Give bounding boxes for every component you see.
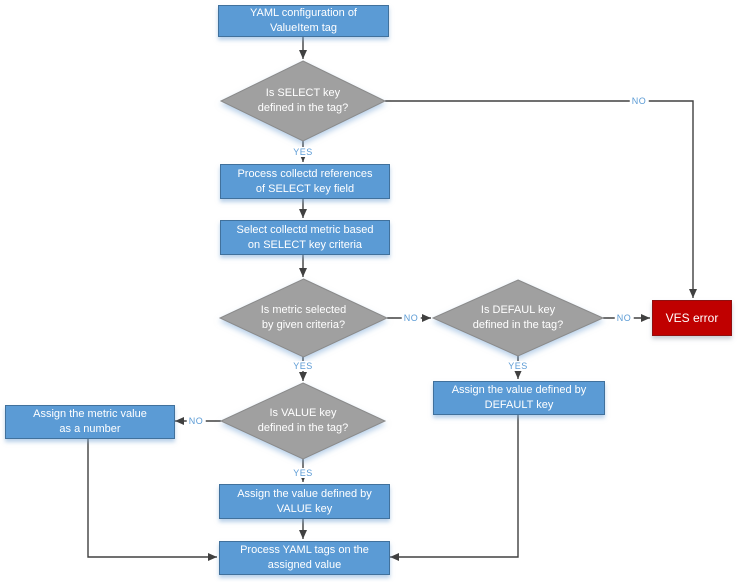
node-start: YAML configuration of ValueItem tag [218,5,389,37]
node-process-yaml-tags: Process YAML tags on the assigned value [219,541,390,575]
edge-label-select-yes: YES [291,147,315,157]
node-assign-value-key: Assign the value defined by VALUE key [219,484,390,519]
node-process-yaml-tags-label: Process YAML tags on the assigned value [240,544,369,571]
edge-select-no [385,100,697,298]
node-ves-error: VES error [652,300,732,336]
edge-label-value-yes: YES [291,468,315,478]
node-assign-default-label: Assign the value defined by DEFAULT key [451,384,587,411]
edge-label-value-no: NO [186,416,206,426]
edge-label-default-no: NO [614,313,634,323]
node-assign-metric-number: Assign the metric value as a number [5,405,175,439]
diamond-shape [433,280,603,356]
node-assign-default: Assign the value defined by DEFAULT key [433,381,605,415]
node-ves-error-label: VES error [665,310,719,325]
node-assign-metric-number-label: Assign the metric value as a number [33,408,147,435]
diamond-shape [221,61,385,141]
edge-label-default-yes: YES [506,361,530,371]
node-default-key-decision: Is DEFAUL key defined in the tag? [433,280,603,356]
diamond-shape [220,279,387,357]
edge-number-to-process-tags [87,437,217,561]
node-assign-value-key-label: Assign the value defined by VALUE key [237,487,372,515]
diamond-shape [221,383,385,459]
node-select-metric-label: Select collectd metric based on SELECT k… [236,223,374,251]
edge-label-select-no: NO [629,96,649,106]
node-value-key-decision: Is VALUE key defined in the tag? [221,383,385,459]
node-process-references-label: Process collectd references of SELECT ke… [237,167,373,195]
node-select-metric: Select collectd metric based on SELECT k… [220,220,390,255]
node-select-key-decision: Is SELECT key defined in the tag? [221,61,385,141]
node-process-references: Process collectd references of SELECT ke… [220,164,390,199]
edge-label-metric-yes: YES [291,361,315,371]
edge-label-metric-no: NO [401,313,421,323]
edge-default-to-process-tags [390,413,519,561]
node-start-label: YAML configuration of ValueItem tag [249,7,357,34]
node-metric-selected-decision: Is metric selected by given criteria? [220,279,387,357]
